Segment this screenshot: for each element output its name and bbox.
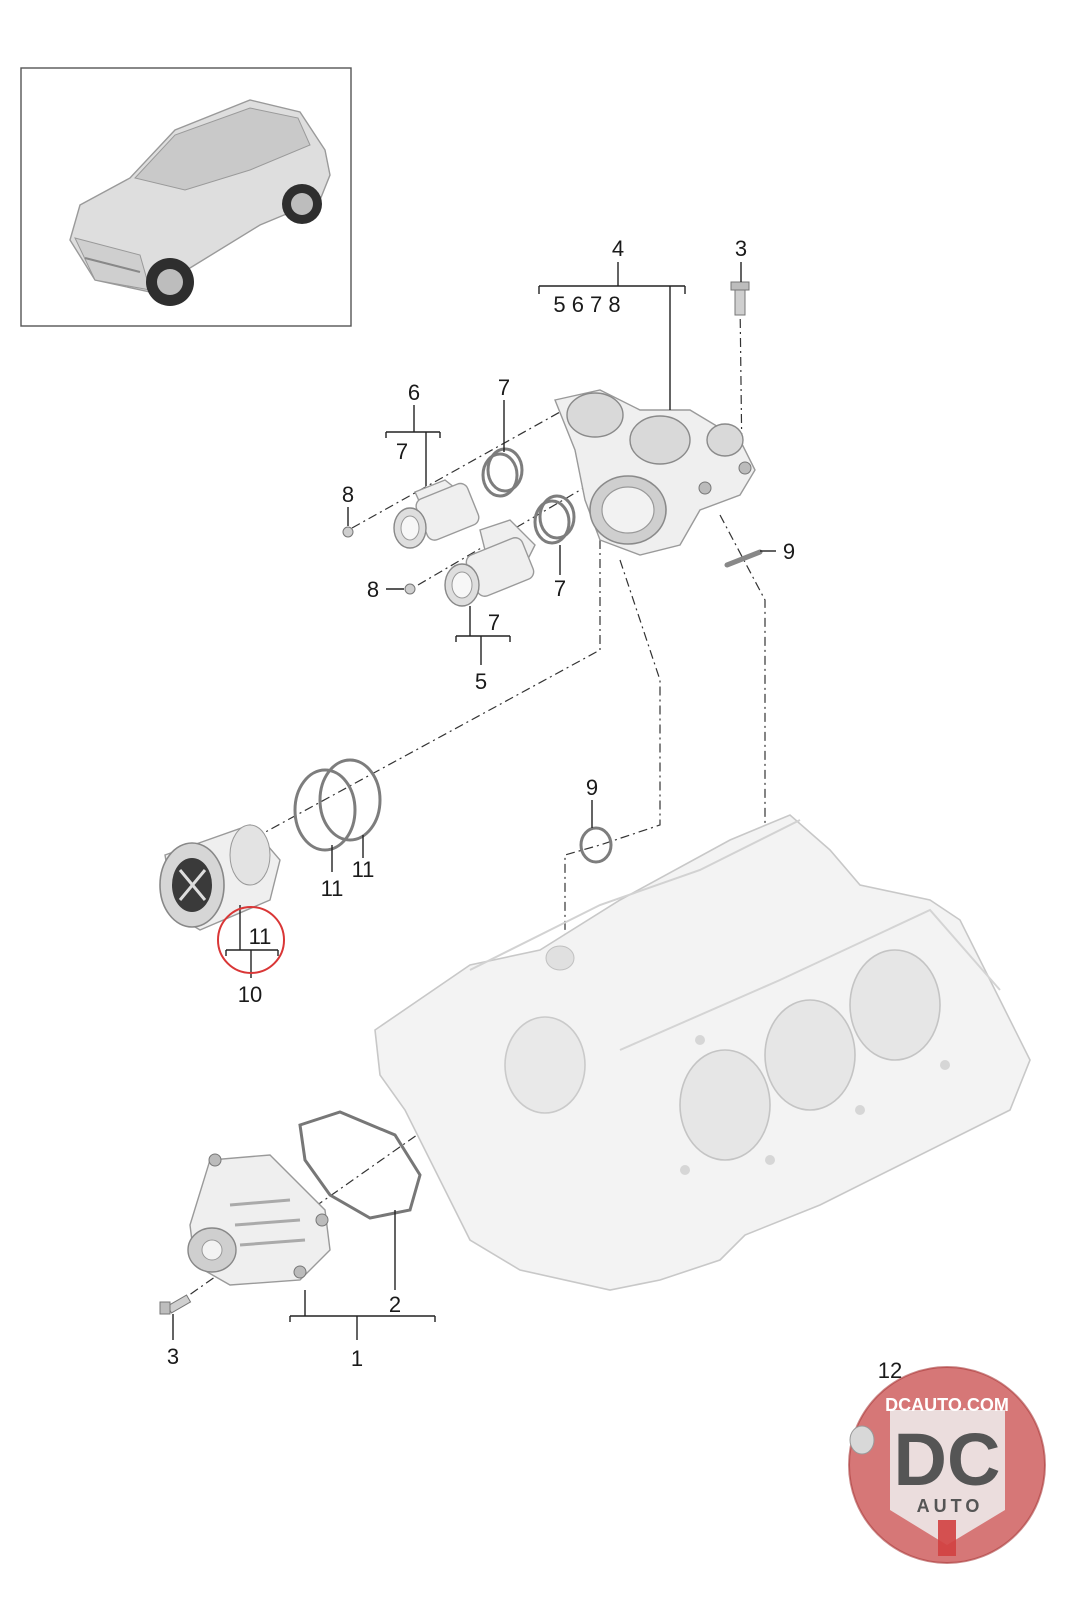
callout-labels: 4 5 6 7 8 3 6 7 7 8 8 7 7 5 9 9 11 11 11… [167, 236, 902, 1383]
watermark-letters: DC [894, 1418, 1001, 1501]
suv-illustration [69, 99, 331, 306]
callout-10-subpart: 11 [249, 924, 272, 949]
highlight-circle [217, 906, 285, 974]
callout-4: 4 [612, 236, 624, 261]
watermark-domain: DCAUTO.COM [885, 1395, 1009, 1415]
callout-11-left: 11 [321, 876, 344, 901]
callout-9-lower: 9 [586, 775, 598, 800]
callout-1: 1 [351, 1346, 363, 1371]
vehicle-thumbnail [20, 67, 352, 327]
callout-2: 2 [389, 1292, 401, 1317]
callout-12: 12 [878, 1358, 902, 1383]
dcauto-watermark: DCAUTO.COM DC AUTO [848, 1366, 1046, 1564]
callout-7-lower: 7 [554, 576, 566, 601]
o-ring-9 [579, 826, 613, 864]
pipe-connector-5 [444, 519, 536, 607]
callout-6-subpart: 7 [396, 439, 408, 464]
o-ring-7-upper [481, 447, 524, 498]
bolt-8-lower [404, 583, 416, 595]
water-pump [187, 1153, 331, 1286]
callout-6: 6 [408, 380, 420, 405]
pipe-connector-6 [393, 479, 480, 549]
engine-block [374, 814, 1031, 1291]
callout-8-lower: 8 [367, 577, 379, 602]
callout-4-subparts: 5 6 7 8 [553, 292, 620, 317]
callout-10: 10 [238, 982, 262, 1007]
bolt-8-upper [342, 526, 354, 538]
leader-lines [172, 262, 776, 1340]
o-ring-7-lower [533, 494, 576, 545]
callout-11-right: 11 [352, 857, 375, 882]
gasket-2 [298, 1110, 422, 1220]
callout-7-upper: 7 [498, 375, 510, 400]
callout-8-upper: 8 [342, 482, 354, 507]
thermostat-housing [554, 389, 756, 556]
callout-5: 5 [475, 669, 487, 694]
callout-9-upper: 9 [783, 539, 795, 564]
bolt-top [730, 281, 750, 316]
callout-3-top: 3 [735, 236, 747, 261]
pin-9 [724, 549, 763, 568]
seal-rings-11 [293, 758, 382, 852]
callout-5-subpart: 7 [488, 610, 500, 635]
callout-3-bottom: 3 [167, 1344, 179, 1369]
bolt-bottom [159, 1294, 192, 1315]
thermostat-insert [159, 824, 281, 931]
watermark-word: AUTO [917, 1496, 984, 1516]
